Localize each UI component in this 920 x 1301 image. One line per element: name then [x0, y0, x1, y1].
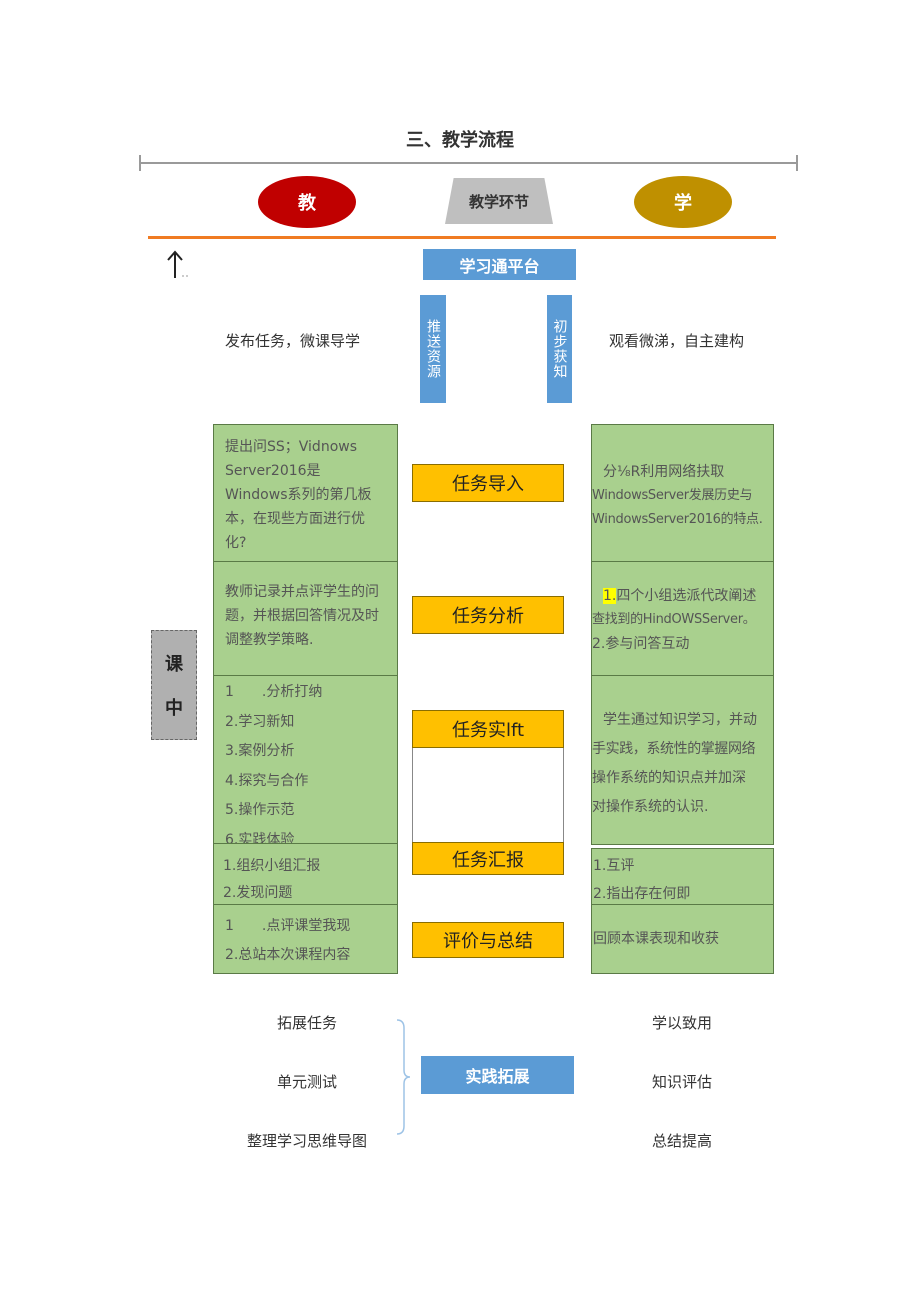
teacher-cell-intro: 提出问SS；Vidnows Server2016是 Windows系列的第几板 …	[213, 424, 398, 562]
cell-line: 1.互评	[593, 858, 635, 874]
cell-line: 查找到的HindOWSServer。	[592, 612, 756, 627]
cell-line: 操作系统的知识点并加深	[592, 770, 746, 786]
cell-line: 分⅛R利用网络扶取	[603, 464, 725, 480]
cell-line: Server2016是	[225, 463, 321, 479]
side-label-char-1: 课	[165, 654, 183, 675]
cell-line: 2.学习新知	[225, 713, 295, 730]
cell-line: 1.组织小组汇报	[223, 858, 321, 874]
cell-line: 3.案例分析	[225, 743, 295, 759]
cell-line: WindowsServer2016的特点.	[592, 512, 763, 527]
teacher-cell-summary: 1 .点评课堂我现 2.总站本次课程内容	[213, 904, 398, 974]
header-divider	[148, 236, 776, 239]
cell-line: 调整教学策略.	[225, 632, 314, 648]
stage-implementation-frame	[412, 746, 564, 843]
student-cell-report: 1.互评 2.指出存在何即	[591, 848, 774, 905]
cell-line: 4.探究与合作	[225, 772, 309, 789]
stage-evaluation-summary: 评价与总结	[412, 922, 564, 958]
cell-line: 6.实践体验	[225, 831, 295, 844]
cell-line: 1 .点评课堂我现	[225, 918, 351, 934]
post-teacher-item: 单元测试	[276, 1073, 337, 1091]
push-resources-label: 推送资源	[425, 319, 441, 379]
cell-line: 手实践，系统性的掌握网络	[592, 741, 756, 757]
practice-extension-label: 实践拓展	[421, 1056, 574, 1094]
student-cell-implementation: 学生通过知识学习，并动 手实践，系统性的掌握网络 操作系统的知识点并加深 对操作…	[591, 675, 774, 845]
stage-task-analysis: 任务分析	[412, 596, 564, 634]
cell-line: 教师记录并点评学生的问	[225, 584, 379, 600]
pre-student-text: 观看微涕，自主建构	[609, 332, 745, 350]
cell-line: 2.发现问题	[223, 885, 293, 901]
student-cell-analysis: 1.四个小组选派代改阐述 查找到的HindOWSServer。 2.参与问答互动	[591, 561, 774, 676]
cell-line: 2.指出存在何即	[593, 886, 691, 902]
in-class-side-label: 课 中	[151, 630, 197, 740]
pre-teacher-text: 发布任务，微课导学	[225, 332, 361, 350]
learn-oval: 学	[634, 176, 732, 228]
highlight-marker: 1.	[603, 588, 617, 604]
cell-line: 学生通过知识学习，并动	[603, 712, 757, 728]
push-resources-bar: 推送资源	[420, 295, 446, 403]
cell-line: 5.操作示范	[225, 802, 295, 818]
platform-label: 学习通平台	[423, 249, 576, 280]
stage-task-intro: 任务导入	[412, 464, 564, 502]
brace-icon	[394, 1018, 414, 1136]
cell-line: 化?	[225, 535, 247, 551]
cell-line: Windows系列的第几板	[225, 487, 372, 503]
page-title: 三、教学流程	[406, 130, 514, 151]
cell-line: 2.参与问答互动	[592, 636, 690, 652]
post-student-item: 知识评估	[651, 1073, 712, 1091]
cell-line: 回顾本课表现和收获	[593, 931, 719, 947]
teacher-cell-report: 1.组织小组汇报 2.发现问题	[213, 843, 398, 905]
stage-task-report: 任务汇报	[412, 842, 564, 875]
title-rule	[140, 162, 798, 164]
rule-cap-right	[796, 155, 798, 171]
cell-line: 提出问SS；Vidnows	[225, 439, 358, 455]
teach-oval: 教	[258, 176, 356, 228]
side-label-char-2: 中	[165, 698, 183, 719]
cell-line: 本，在现些方面进行优	[225, 511, 365, 527]
teacher-cell-analysis: 教师记录并点评学生的问 题，并根据回答情况及时 调整教学策略.	[213, 561, 398, 676]
cell-line: WindowsServer发展历史与	[592, 488, 753, 503]
cell-line: 1.四个小组选派代改阐述	[592, 584, 773, 608]
cell-line: 2.总站本次课程内容	[225, 947, 351, 963]
cell-line: 题，并根据回答情况及时	[225, 608, 379, 624]
post-student-item: 总结提高	[651, 1132, 712, 1150]
arrow-up-icon	[164, 248, 198, 280]
rule-cap-left	[139, 155, 141, 171]
post-student-item: 学以致用	[651, 1014, 712, 1032]
student-cell-summary: 回顾本课表现和收获	[591, 904, 774, 974]
initial-learning-label: 初步获知	[551, 319, 568, 379]
initial-learning-bar: 初步获知	[547, 295, 572, 403]
cell-line: 对操作系统的认识.	[592, 799, 709, 815]
stage-task-implementation: 任务实lft	[412, 710, 564, 748]
stage-header: 教学环节	[445, 178, 553, 224]
post-teacher-item: 拓展任务	[276, 1014, 337, 1032]
student-cell-intro: 分⅛R利用网络扶取 WindowsServer发展历史与 WindowsServ…	[591, 424, 774, 562]
post-teacher-item: 整理学习思维导图	[246, 1132, 367, 1150]
cell-line: 1 .分析打纳	[225, 684, 323, 700]
cell-line-text: 四个小组选派代改阐述	[616, 588, 757, 604]
teacher-cell-implementation: 1 .分析打纳 2.学习新知 3.案例分析 4.探究与合作 5.操作示范 6.实…	[213, 675, 398, 844]
